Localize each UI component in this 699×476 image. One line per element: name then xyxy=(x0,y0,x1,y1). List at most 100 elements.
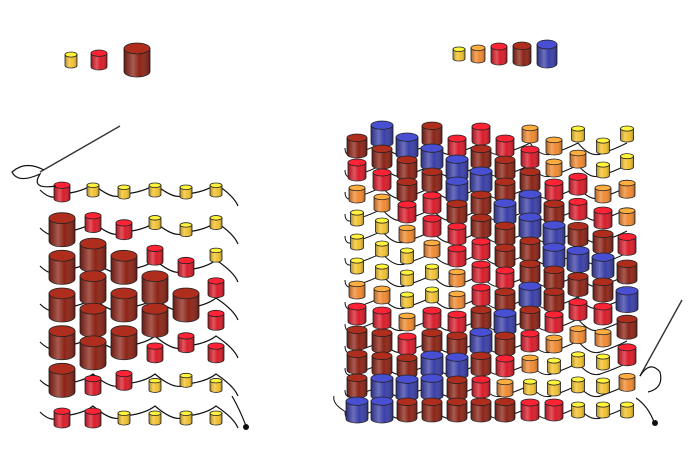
bead-right-maroon xyxy=(371,351,393,377)
bead-right-maroon xyxy=(470,213,492,239)
bead-right-red xyxy=(520,329,540,353)
bead-right-yellow xyxy=(523,378,537,396)
needle-shaft xyxy=(39,125,121,173)
bead-right-maroon xyxy=(470,305,492,331)
bead-left-maroon xyxy=(110,325,138,361)
bead-left-yellow xyxy=(179,410,193,426)
bead-right-red xyxy=(568,298,588,322)
bead-right-red xyxy=(544,178,564,202)
bead-right-maroon xyxy=(616,314,638,340)
bead-right-yellow xyxy=(400,291,414,309)
bead-right-red xyxy=(471,283,491,307)
bead-right-blue xyxy=(469,327,493,355)
bead-right-red xyxy=(471,260,491,284)
bead-right-yellow xyxy=(547,379,561,397)
bead-right-maroon xyxy=(470,397,492,423)
bead-right-red xyxy=(495,134,515,158)
bead-right-orange xyxy=(545,334,563,354)
legend-bead-orange xyxy=(470,44,486,64)
bead-left-red xyxy=(53,181,71,203)
bead-right-yellow xyxy=(620,153,634,170)
bead-left-maroon xyxy=(110,249,138,285)
legend-bead-red xyxy=(490,42,508,66)
bead-right-red xyxy=(568,172,588,196)
left-needle-icon xyxy=(11,125,121,188)
bead-right-red xyxy=(397,332,417,356)
bead-right-red xyxy=(397,200,417,224)
bead-right-maroon xyxy=(494,287,516,313)
bead-right-yellow xyxy=(375,263,389,281)
bead-right-maroon xyxy=(519,167,541,193)
bead-right-maroon xyxy=(470,190,492,216)
bead-right-maroon xyxy=(494,243,516,269)
bead-left-maroon xyxy=(79,335,107,371)
bead-left-yellow xyxy=(148,182,162,198)
bead-right-maroon xyxy=(494,221,516,247)
bead-left-yellow xyxy=(86,182,100,198)
bead-right-orange xyxy=(348,184,366,204)
bead-right-maroon xyxy=(396,397,418,423)
thread-end-knot xyxy=(243,424,249,430)
bead-right-blue xyxy=(420,350,444,378)
bead-right-yellow xyxy=(350,233,364,251)
left-legend xyxy=(64,42,151,78)
bead-right-orange xyxy=(594,184,612,204)
bead-right-orange xyxy=(569,325,587,345)
bead-right-yellow xyxy=(620,125,634,143)
bead-right-blue xyxy=(445,176,469,204)
bead-right-maroon xyxy=(396,155,418,181)
bead-right-blue xyxy=(395,132,419,160)
bead-right-maroon xyxy=(494,177,516,203)
bead-right-yellow xyxy=(425,286,439,304)
bead-right-red xyxy=(447,134,467,158)
thread-tail xyxy=(231,395,247,427)
bead-right-maroon xyxy=(519,259,541,285)
bead-right-red xyxy=(617,343,637,367)
bead-right-red xyxy=(520,398,540,422)
legend-bead-yellow-small xyxy=(64,51,78,69)
bead-right-red xyxy=(347,302,367,326)
bead-right-blue xyxy=(420,373,444,401)
bead-right-yellow xyxy=(596,161,610,179)
bead-right-blue xyxy=(370,373,394,401)
bead-left-red xyxy=(115,219,133,241)
bead-right-yellow xyxy=(596,401,610,419)
bead-right-red xyxy=(495,354,515,378)
bead-right-red xyxy=(347,158,367,182)
bead-left-yellow xyxy=(209,410,223,426)
bead-right-blue xyxy=(493,308,517,336)
bead-right-maroon xyxy=(371,144,393,170)
bead-right-red xyxy=(544,398,564,422)
bead-left-yellow xyxy=(179,372,193,388)
thread-tail xyxy=(333,395,347,413)
bead-right-red xyxy=(422,214,442,238)
bead-right-orange xyxy=(423,239,441,259)
bead-right-red xyxy=(471,122,491,146)
needle-thread xyxy=(639,366,662,393)
bead-right-maroon xyxy=(494,397,516,423)
bead-right-maroon xyxy=(592,277,614,303)
bead-right-yellow xyxy=(571,125,585,143)
bead-right-yellow xyxy=(400,269,414,287)
bead-right-maroon xyxy=(543,199,565,225)
bead-right-blue xyxy=(420,143,444,171)
bead-right-red xyxy=(593,302,613,326)
bead-right-blue xyxy=(493,198,517,226)
bead-right-maroon xyxy=(616,259,638,285)
bead-right-orange xyxy=(348,280,366,300)
bead-right-red xyxy=(593,206,613,230)
bead-right-maroon xyxy=(446,199,468,225)
bead-right-yellow xyxy=(596,353,610,371)
bead-left-red xyxy=(84,375,102,396)
bead-right-orange xyxy=(448,290,466,310)
bead-left-red xyxy=(84,407,102,429)
bead-right-yellow xyxy=(571,376,585,394)
bead-right-blue xyxy=(345,396,369,424)
bead-right-blue xyxy=(445,154,469,182)
bead-right-orange xyxy=(398,312,416,332)
bead-right-blue xyxy=(518,189,542,217)
bead-left-yellow xyxy=(148,410,162,426)
bead-right-red xyxy=(422,306,442,330)
bead-left-maroon xyxy=(48,287,76,323)
